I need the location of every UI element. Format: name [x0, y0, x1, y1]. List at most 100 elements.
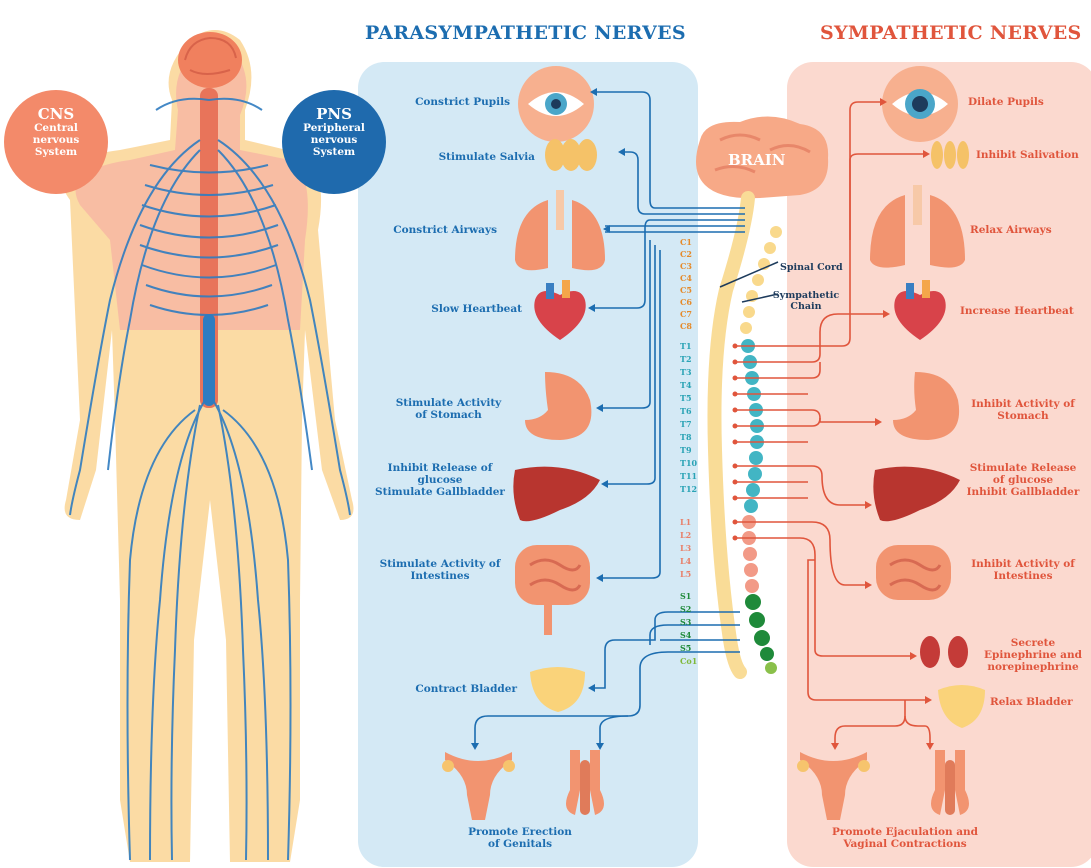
segment-label: L5	[680, 570, 704, 579]
segment-label: S1	[680, 592, 704, 601]
segment-label: T6	[680, 407, 704, 416]
segment-label: S3	[680, 618, 704, 627]
symp-effect-label: Secrete Epinephrine and norepinephrine	[978, 637, 1088, 673]
sympathetic-title: SYMPATHETIC NERVES	[820, 22, 1082, 44]
pns-line2: nervous	[282, 134, 386, 146]
para-effect-label: Constrict Pupils	[380, 96, 510, 108]
symp-effect-line: Intestines	[958, 570, 1088, 582]
para-effect-line: of Stomach	[380, 409, 517, 421]
para-effect-line: Stimulate Salvia	[380, 151, 535, 163]
para-effect-label: Stimulate Activity of Stomach	[380, 397, 517, 421]
symp-eye-icon	[882, 66, 958, 142]
symp-effect-line: Secrete	[978, 637, 1088, 649]
segment-label: T1	[680, 342, 704, 351]
symp-effect-label: Promote Ejaculation and Vaginal Contract…	[825, 826, 985, 850]
pns-line1: Peripheral	[282, 122, 386, 134]
pns-title: PNS	[282, 106, 386, 122]
segment-label: L3	[680, 544, 704, 553]
symp-effect-line: Promote Ejaculation and	[825, 826, 985, 838]
pns-line3: System	[282, 146, 386, 158]
para-effect-label: Contract Bladder	[380, 683, 517, 695]
brain-figure-icon	[178, 32, 242, 88]
cns-line1: Central	[4, 122, 108, 134]
symp-effect-label: Inhibit Salivation	[976, 149, 1091, 161]
para-effect-line: Intestines	[370, 570, 510, 582]
spinal-cord	[714, 198, 748, 672]
symp-effect-label: Increase Heartbeat	[960, 305, 1085, 317]
thoracic-nerve-dots	[733, 344, 738, 541]
symp-effect-label: Dilate Pupils	[968, 96, 1068, 108]
symp-effect-line: Inhibit Gallbladder	[958, 486, 1088, 498]
brain-label: BRAIN	[728, 151, 786, 169]
sacral-segments: S1 S2 S3 S4 S5 Co1	[680, 592, 704, 666]
segment-label: C8	[680, 322, 704, 331]
symp-effect-line: Increase Heartbeat	[960, 305, 1085, 317]
cervical-segments: C1 C2 C3 C4 C5 C6 C7 C8	[680, 238, 704, 331]
segment-label: T3	[680, 368, 704, 377]
para-effect-line: Stimulate Gallbladder	[370, 486, 510, 498]
segment-label: L1	[680, 518, 704, 527]
symp-effect-line: Stimulate Release	[958, 462, 1088, 474]
para-effect-label: Slow Heartbeat	[380, 303, 522, 315]
symp-effect-line: Inhibit Salivation	[976, 149, 1091, 161]
symp-effect-line: norepinephrine	[978, 661, 1088, 673]
para-effect-label: Stimulate Salvia	[380, 151, 535, 163]
segment-label: C3	[680, 262, 704, 271]
segment-label: S2	[680, 605, 704, 614]
symp-effect-label: Inhibit Activity of Stomach	[958, 398, 1088, 422]
segment-label: C1	[680, 238, 704, 247]
sympathetic-chain-label-line1: Sympathetic	[766, 290, 846, 301]
cns-line2: nervous	[4, 134, 108, 146]
sympathetic-chain-label-line2: Chain	[766, 301, 846, 312]
segment-label: C2	[680, 250, 704, 259]
symp-effect-line: Inhibit Activity of	[958, 558, 1088, 570]
symp-effect-line: Relax Bladder	[990, 696, 1080, 708]
lumbar-segments: L1 L2 L3 L4 L5	[680, 518, 704, 579]
para-effect-label: Inhibit Release of glucose Stimulate Gal…	[370, 462, 510, 498]
cns-badge-text: CNS Central nervous System	[4, 90, 108, 194]
segment-label: S4	[680, 631, 704, 640]
segment-label: C5	[680, 286, 704, 295]
para-effect-line: Contract Bladder	[380, 683, 517, 695]
symp-effect-line: Vaginal Contractions	[825, 838, 985, 850]
symp-intestines-icon	[876, 545, 951, 600]
segment-label: T9	[680, 446, 704, 455]
segment-label: T7	[680, 420, 704, 429]
segment-label: T12	[680, 485, 704, 494]
symp-effect-label: Relax Bladder	[990, 696, 1080, 708]
symp-effect-line: Dilate Pupils	[968, 96, 1068, 108]
cns-title: CNS	[4, 106, 108, 122]
parasympathetic-title: PARASYMPATHETIC NERVES	[365, 22, 686, 44]
para-effect-line: Slow Heartbeat	[380, 303, 522, 315]
segment-label: T2	[680, 355, 704, 364]
para-effect-line: Stimulate Activity of	[370, 558, 510, 570]
para-effect-label: Constrict Airways	[380, 224, 497, 236]
segment-label: C4	[680, 274, 704, 283]
para-effect-line: Constrict Airways	[380, 224, 497, 236]
symp-effect-line: Inhibit Activity of	[958, 398, 1088, 410]
segment-label: L4	[680, 557, 704, 566]
symp-effect-label: Stimulate Release of glucose Inhibit Gal…	[958, 462, 1088, 498]
para-effect-line: Stimulate Activity	[380, 397, 517, 409]
para-effect-label: Stimulate Activity of Intestines	[370, 558, 510, 582]
symp-effect-line: of glucose	[958, 474, 1088, 486]
segment-label: C7	[680, 310, 704, 319]
segment-label: S5	[680, 644, 704, 653]
symp-salivary-gland-icon	[931, 141, 969, 169]
para-effect-line: Inhibit Release of	[370, 462, 510, 474]
segment-label: T8	[680, 433, 704, 442]
para-effect-label: Promote Erection of Genitals	[450, 826, 590, 850]
segment-label: T4	[680, 381, 704, 390]
segment-label: L2	[680, 531, 704, 540]
segment-label: T11	[680, 472, 704, 481]
segment-label: T10	[680, 459, 704, 468]
cns-line3: System	[4, 146, 108, 158]
thoracic-segments: T1 T2 T3 T4 T5 T6 T7 T8 T9 T10 T11 T12	[680, 342, 704, 494]
sympathetic-chain-label: Sympathetic Chain	[766, 290, 846, 312]
symp-effect-label: Relax Airways	[970, 224, 1070, 236]
pns-badge-text: PNS Peripheral nervous System	[282, 90, 386, 194]
para-effect-line: of Genitals	[450, 838, 590, 850]
segment-label: C6	[680, 298, 704, 307]
segment-label: T5	[680, 394, 704, 403]
